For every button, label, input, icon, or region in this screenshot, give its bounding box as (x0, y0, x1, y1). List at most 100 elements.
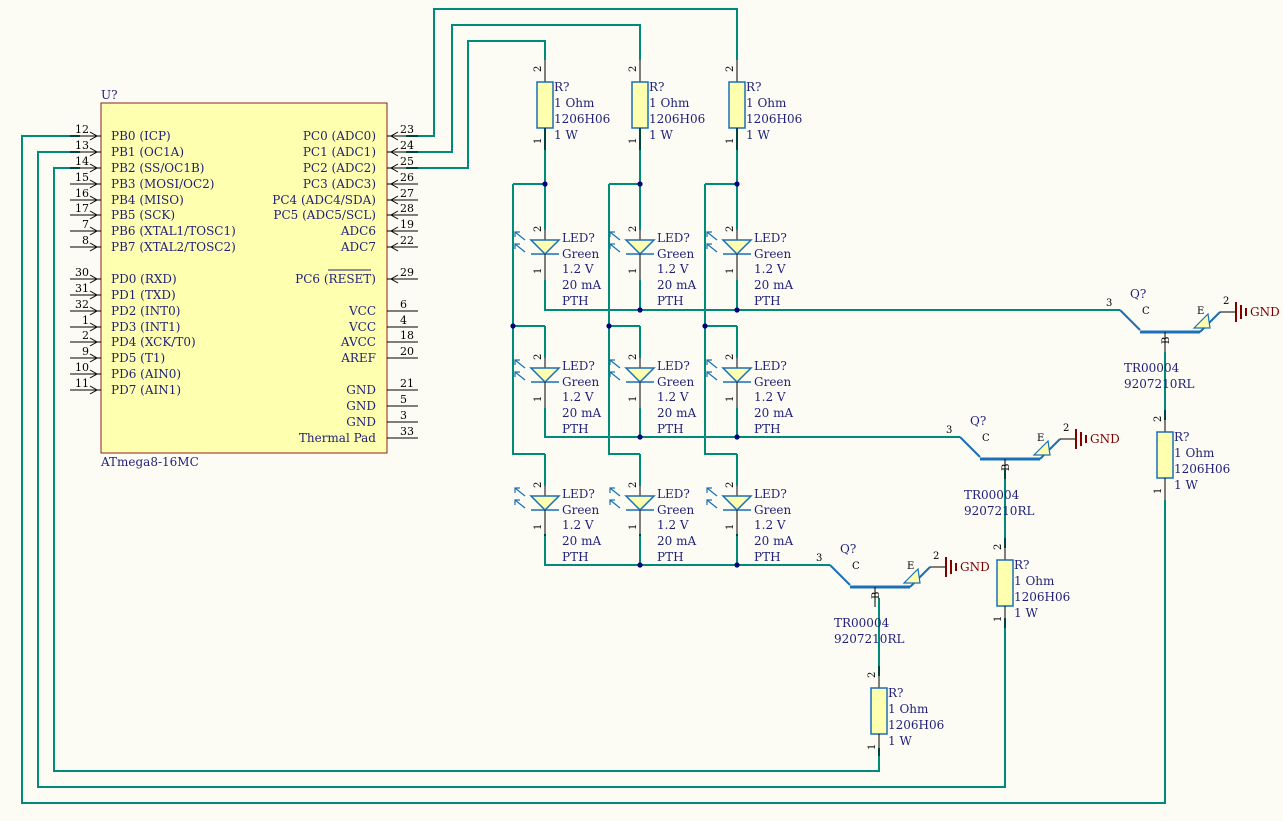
led-ref: LED? (562, 231, 595, 245)
pin-number: 1 (725, 396, 736, 402)
emission-arrow (706, 371, 718, 381)
pin-number: 9 (82, 345, 89, 358)
resistor-ref: R? (1014, 558, 1029, 572)
junction-dot (702, 323, 708, 329)
pin-number: 11 (75, 377, 89, 390)
led-triangle (721, 367, 753, 384)
pin-arrow (389, 163, 399, 173)
pin-name: PC5 (ADC5/SCL) (273, 208, 376, 222)
resistor-body (728, 81, 746, 129)
pin-number: 2 (867, 672, 878, 678)
wire (544, 280, 1120, 311)
resistor-value: 1 Ohm (888, 702, 929, 716)
pin-arrow (89, 306, 99, 316)
pin-number: 22 (400, 234, 414, 247)
emission-arrowhead (706, 359, 712, 365)
junction-dot (734, 434, 740, 440)
pin-number: 2 (1153, 416, 1164, 422)
transistor-e-label: E (1037, 433, 1044, 444)
resistor-ref: R? (888, 686, 903, 700)
junction-dot (734, 307, 740, 313)
pin-arrow (89, 242, 99, 252)
junction-dot (510, 323, 516, 329)
pin-arrow (389, 210, 399, 220)
pin-number: 20 (400, 345, 414, 358)
pin-number: 10 (75, 361, 89, 374)
led-color: Green (754, 503, 792, 517)
led-current: 20 mA (562, 406, 601, 420)
pin-number: 2 (628, 226, 639, 232)
pin-number: 2 (533, 226, 544, 232)
resistor-ref: R? (1174, 430, 1189, 444)
pin-number: 1 (725, 268, 736, 274)
pin-number: 2 (933, 551, 939, 562)
led-ref: LED? (754, 359, 787, 373)
pin-number: 2 (533, 482, 544, 488)
pin-number: 2 (82, 329, 89, 342)
wire (406, 40, 546, 169)
pin-arrow (89, 385, 99, 395)
emission-arrowhead (514, 371, 520, 377)
led-color: Green (562, 247, 600, 261)
pin-arrow (89, 147, 99, 157)
pin-arrow (389, 195, 399, 205)
pin-number: 7 (82, 218, 89, 231)
emitter (1039, 438, 1061, 460)
collector (1119, 309, 1141, 331)
resistor-power: 1 W (746, 128, 770, 142)
pin-number: 12 (75, 123, 89, 136)
pin-arrow (389, 131, 399, 141)
emission-arrow (609, 359, 621, 369)
pin-number: 3 (1106, 298, 1112, 309)
emission-arrow (706, 359, 718, 369)
pin-arrow (389, 226, 399, 236)
wire (406, 8, 738, 137)
gnd-label: GND (1250, 305, 1280, 319)
led-ref: LED? (562, 487, 595, 501)
led-current: 20 mA (754, 534, 793, 548)
led-color: Green (657, 503, 695, 517)
pin-name: PD1 (TXD) (111, 288, 176, 302)
emission-arrowhead (609, 487, 615, 493)
transistor-c-label: C (1142, 306, 1150, 317)
pin-arrow (89, 210, 99, 220)
pin-number: 1 (993, 616, 1004, 622)
pin-number: 2 (725, 354, 736, 360)
pin-name: PD2 (INT0) (111, 304, 180, 318)
led-triangle (529, 367, 561, 384)
wire (21, 135, 1166, 804)
pin-name: PC3 (ADC3) (303, 177, 376, 191)
transistor-part: TR00004 (1124, 361, 1180, 375)
resistor-body (870, 687, 888, 735)
led-triangle (624, 367, 656, 384)
resistor-package: 1206H06 (1174, 462, 1230, 476)
pin-number: 24 (400, 139, 414, 152)
pin-number: 2 (725, 66, 736, 72)
emission-arrow (706, 487, 718, 497)
emission-arrow (514, 359, 526, 369)
led-current: 20 mA (754, 278, 793, 292)
led-color: Green (562, 503, 600, 517)
mcu-ref: U? (101, 88, 118, 102)
resistor-body (536, 81, 554, 129)
transistor-b-label: B (1161, 337, 1172, 344)
pin-number: 16 (75, 187, 89, 200)
junction-dot (637, 307, 643, 313)
resistor-value: 1 Ohm (746, 96, 787, 110)
junction-dot (606, 323, 612, 329)
led-mount: PTH (562, 422, 589, 436)
led-triangle (529, 495, 561, 512)
resistor-ref: R? (554, 80, 569, 94)
led-triangle (624, 239, 656, 256)
led-ref: LED? (657, 487, 690, 501)
pin-name: PC1 (ADC1) (303, 145, 376, 159)
emission-arrowhead (514, 487, 520, 493)
led-current: 20 mA (657, 406, 696, 420)
emission-arrow (609, 371, 621, 381)
transistor-code: 9207210RL (1124, 377, 1194, 391)
pin-name: GND (346, 383, 376, 397)
